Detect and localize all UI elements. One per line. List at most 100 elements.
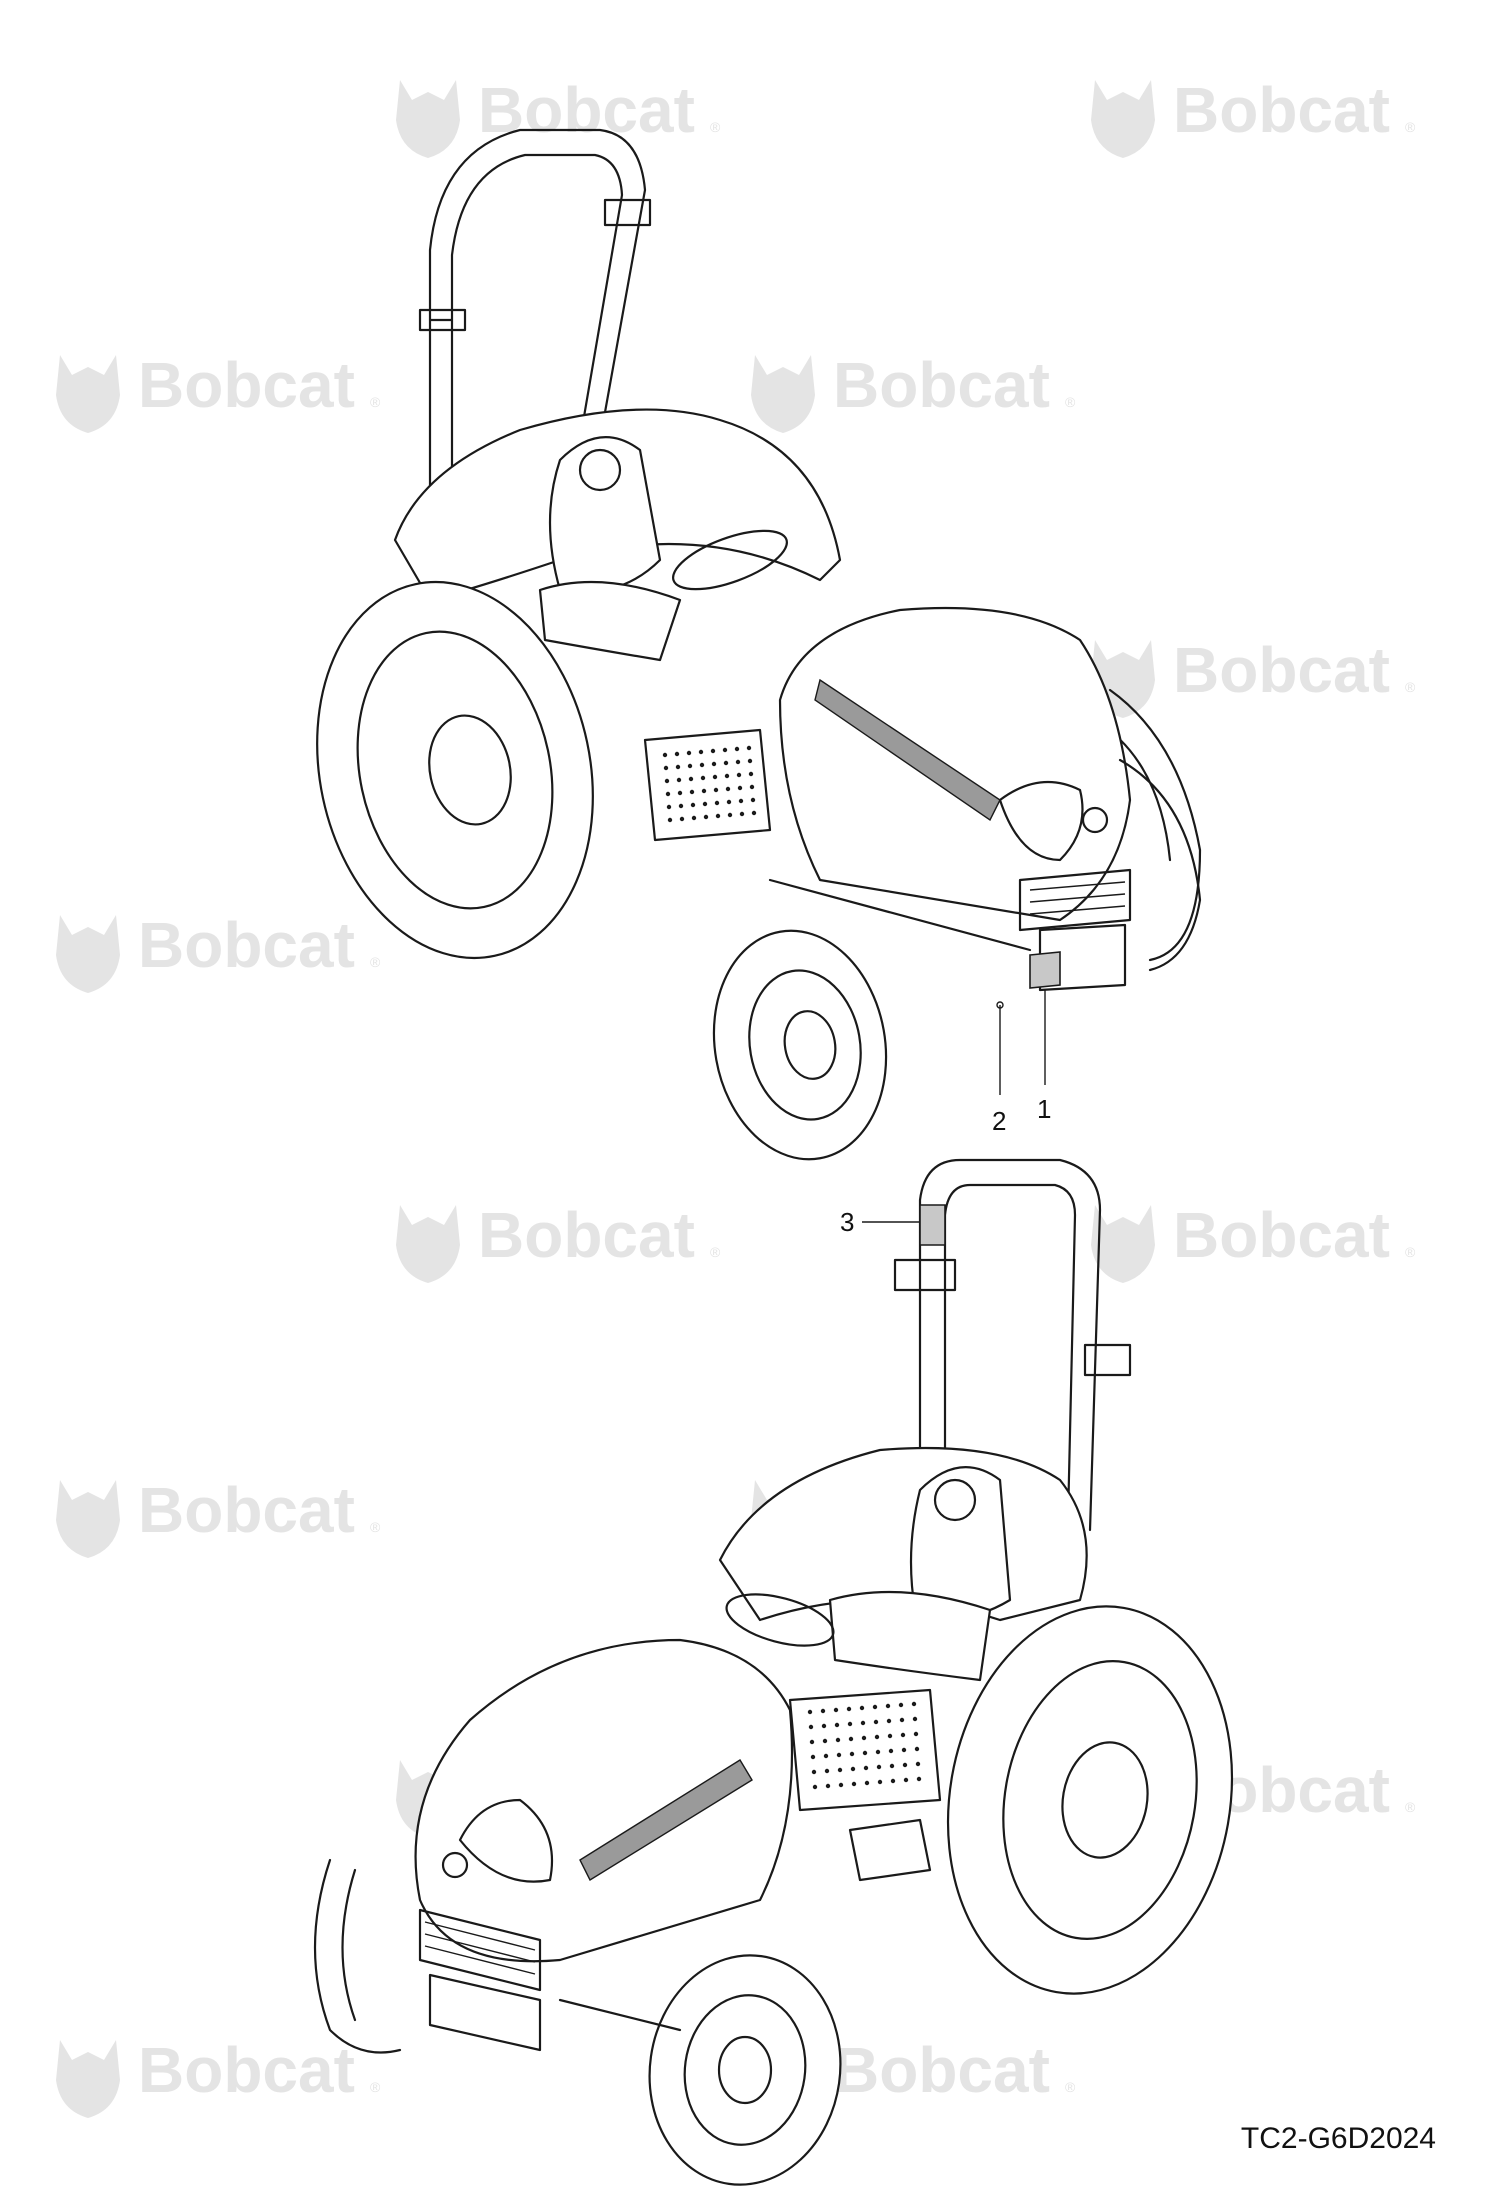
watermark-reg-mark: ®	[1405, 679, 1416, 695]
platform-hole	[690, 802, 696, 808]
platform-hole	[739, 811, 745, 817]
platform-hole	[877, 1779, 883, 1785]
platform-hole	[738, 798, 744, 804]
platform-hole	[701, 788, 707, 794]
hood-bottom	[414, 1638, 794, 1963]
platform-hole	[861, 1735, 867, 1741]
watermark-reg-mark: ®	[370, 1519, 381, 1535]
platform-hole	[675, 764, 681, 770]
platform-hole	[836, 1752, 842, 1758]
platform-hole	[902, 1762, 908, 1768]
platform-hole	[812, 1784, 818, 1790]
hood-decal-stripe	[814, 678, 1001, 822]
rear-left-wheel	[316, 580, 594, 960]
watermark-reg-mark: ®	[370, 394, 381, 410]
platform-hole	[700, 775, 706, 781]
platform-hole	[899, 1717, 905, 1723]
watermark-9: Bobcat ®	[56, 1474, 381, 1558]
platform-hole	[876, 1764, 882, 1770]
platform-hole	[703, 814, 709, 820]
platform-hole	[698, 749, 704, 755]
platform-hole	[724, 773, 730, 779]
platform-hole	[835, 1737, 841, 1743]
watermark-4: Bobcat®	[751, 349, 1076, 433]
watermark-logo-icon	[396, 1205, 460, 1283]
rops-frame-bottom	[918, 1158, 1102, 1532]
watermark-1: Bobcat ®	[396, 74, 721, 158]
rops-decal	[919, 1204, 946, 1246]
platform-hole	[833, 1707, 839, 1713]
platform-hole	[699, 762, 705, 768]
platform-hole	[678, 803, 684, 809]
platform-hole	[898, 1702, 904, 1708]
watermark-brand: Bobcat	[1173, 74, 1390, 146]
front-left-wheel	[712, 929, 888, 1161]
platform-hole	[874, 1734, 880, 1740]
platform-hole	[749, 784, 755, 790]
platform-hole	[912, 1716, 918, 1722]
watermark-reg-mark: ®	[710, 1244, 721, 1260]
hood	[778, 606, 1132, 922]
platform-hole	[809, 1739, 815, 1745]
platform-hole	[863, 1765, 869, 1771]
platform-hole	[664, 778, 670, 784]
platform-hole	[748, 771, 754, 777]
platform-hole	[872, 1704, 878, 1710]
platform-hole	[847, 1721, 853, 1727]
platform-hole	[665, 791, 671, 797]
platform-hole	[808, 1724, 814, 1730]
platform-hole	[885, 1703, 891, 1709]
tractor-bottom-view: 3	[313, 1158, 1234, 2186]
watermark-brand: Bobcat	[1173, 634, 1390, 706]
platform-hole	[687, 763, 693, 769]
watermark-brand: Bobcat	[478, 74, 695, 146]
platform-hole	[677, 790, 683, 796]
watermark-logo-icon	[396, 80, 460, 158]
platform-hole	[900, 1732, 906, 1738]
watermark-7: Bobcat ®	[396, 1199, 721, 1283]
rops-frame	[428, 128, 647, 512]
platform-hole	[913, 1731, 919, 1737]
platform-hole	[886, 1718, 892, 1724]
platform-hole	[723, 760, 729, 766]
watermark-5: Bobcat ®	[1091, 634, 1416, 718]
platform-hole	[676, 777, 682, 783]
steering-wheel	[672, 529, 788, 591]
tractor-top-view: 1 2	[316, 128, 1202, 1161]
watermark-brand: Bobcat	[138, 909, 355, 981]
platform-hole	[666, 804, 672, 810]
platform-hole	[890, 1778, 896, 1784]
watermark-brand: Bobcat	[478, 1199, 695, 1271]
platform-hole	[686, 750, 692, 756]
platform-hole	[848, 1736, 854, 1742]
watermark-reg-mark: ®	[1065, 394, 1076, 410]
watermark-logo-icon	[1091, 1205, 1155, 1283]
platform-hole	[821, 1723, 827, 1729]
watermark-8: Bobcat®	[1091, 1199, 1416, 1283]
watermark-brand: Bobcat	[138, 1474, 355, 1546]
platform-hole	[846, 1706, 852, 1712]
platform-hole	[674, 751, 680, 757]
front-weight-label	[1029, 951, 1061, 989]
platform-hole	[850, 1766, 856, 1772]
platform-hole	[901, 1747, 907, 1753]
watermark-reg-mark: ®	[370, 2079, 381, 2095]
platform-hole	[734, 746, 740, 752]
steering-wheel-bottom	[725, 1593, 835, 1647]
platform-hole	[715, 813, 721, 819]
platform-hole	[915, 1761, 921, 1767]
callout-1: 1	[1037, 1094, 1051, 1124]
platform-hole	[810, 1754, 816, 1760]
drawing-code: TC2-G6D2024	[1240, 2122, 1436, 2155]
platform-hole	[911, 1701, 917, 1707]
watermark-reg-mark: ®	[710, 119, 721, 135]
watermark-logo-icon	[56, 2040, 120, 2118]
platform-hole	[679, 816, 685, 822]
platform-hole	[689, 789, 695, 795]
platform-hole	[663, 765, 669, 771]
platform-hole	[903, 1777, 909, 1783]
watermark-brand: Bobcat	[833, 2034, 1050, 2106]
platform-hole	[702, 801, 708, 807]
platform-hole	[875, 1749, 881, 1755]
